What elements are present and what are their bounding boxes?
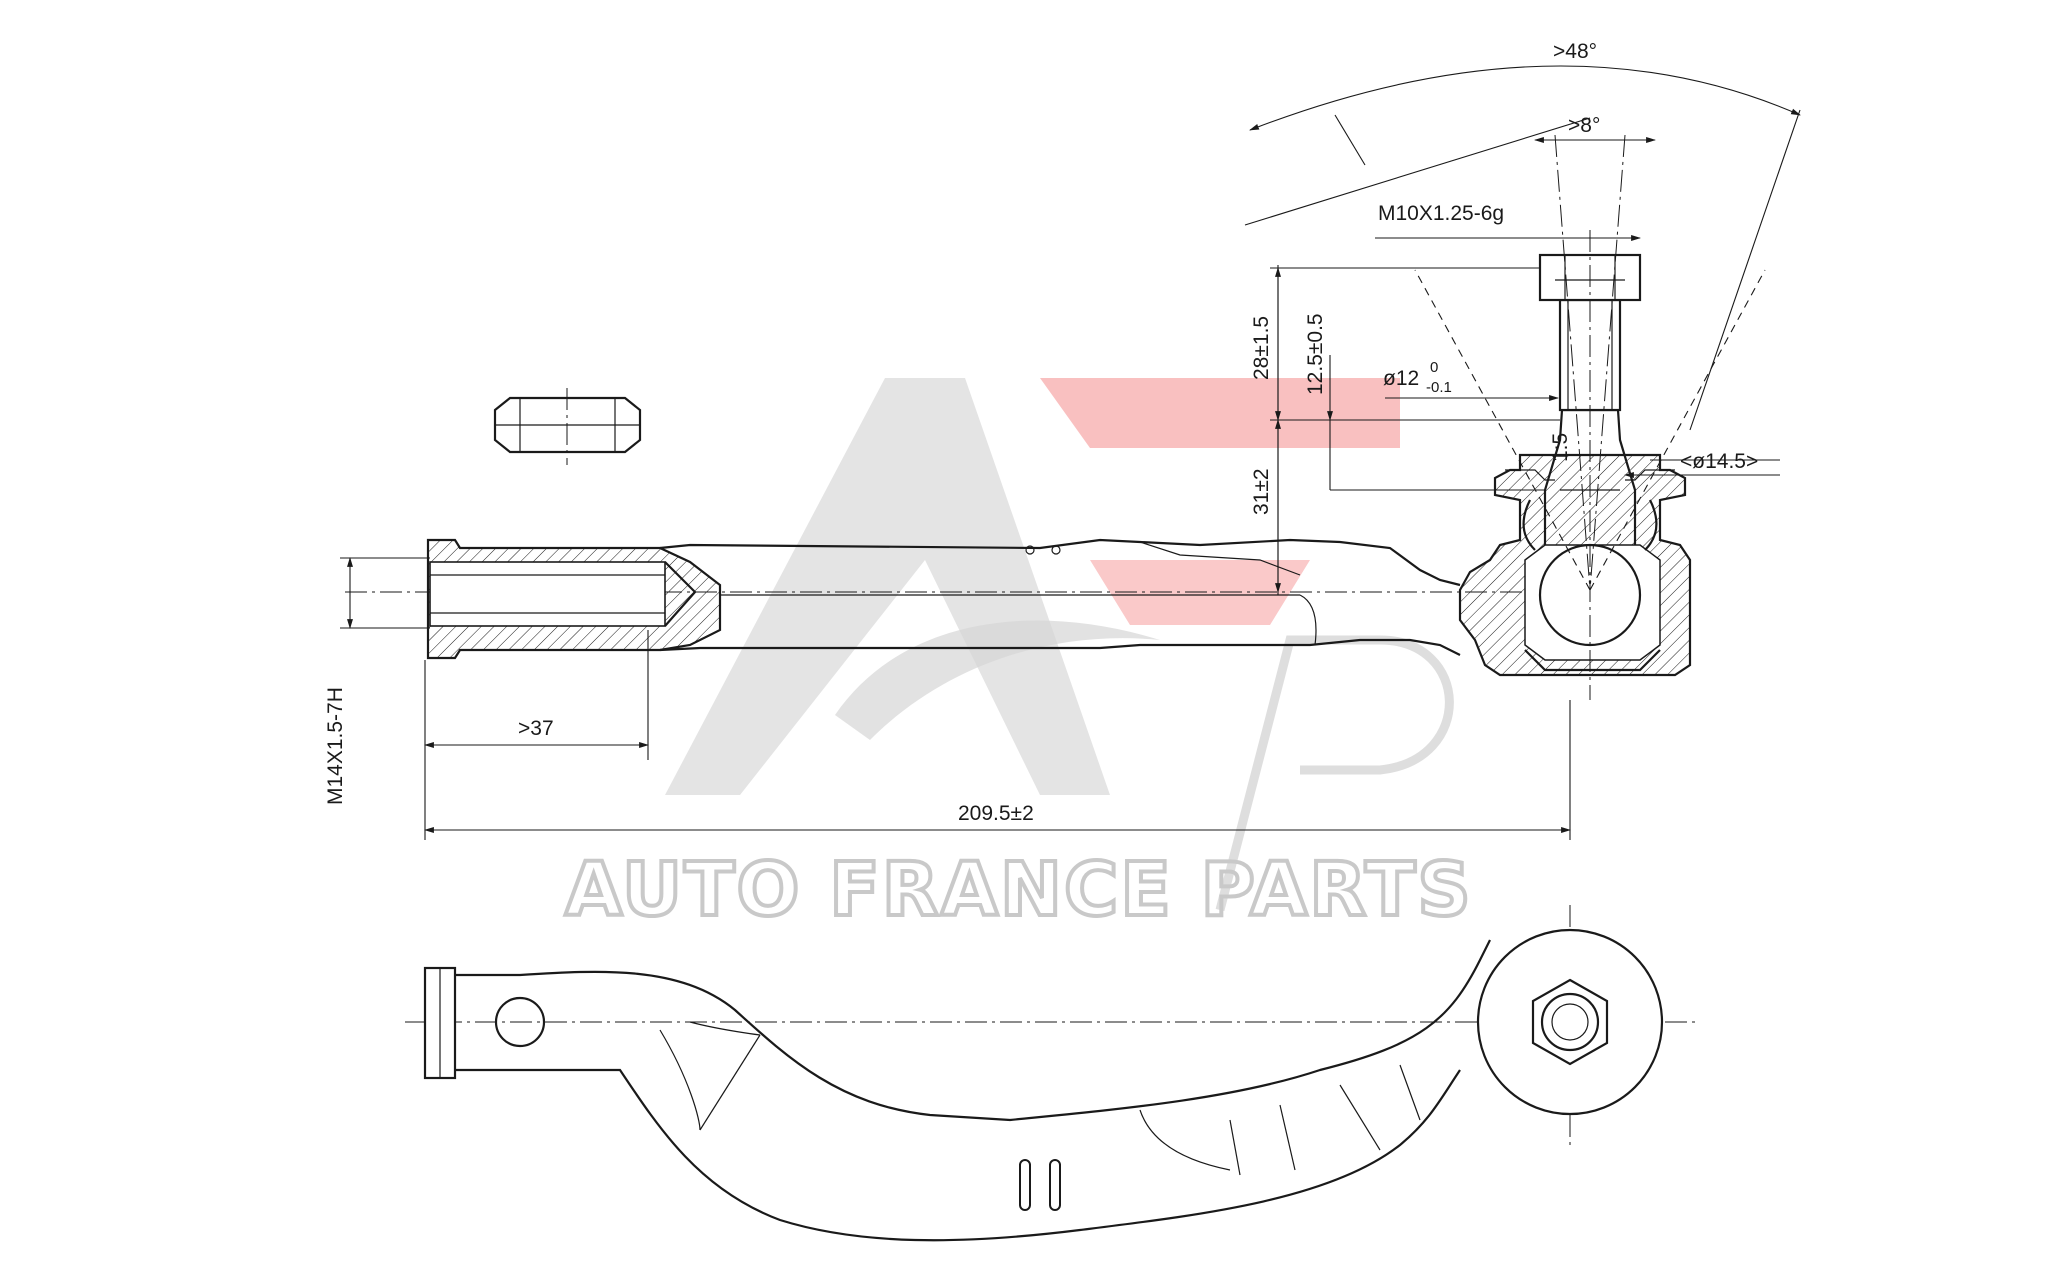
label-height-stud: 28±1.5 <box>1250 316 1273 380</box>
label-cone-diameter: ø12 <box>1383 367 1419 390</box>
watermark-red-bar <box>1040 378 1400 448</box>
side-view <box>345 134 1766 700</box>
watermark-a-shape <box>665 378 1110 795</box>
label-cone-tol-upper: 0 <box>1430 359 1438 376</box>
label-cone-angle: >48° <box>1553 40 1597 63</box>
label-inner-thread: M14X1.5-7H <box>324 687 347 805</box>
label-taper: 1:5 <box>1549 433 1572 462</box>
label-height-cone: 12.5±0.5 <box>1304 313 1327 395</box>
dimension-labels: >48° >8° M10X1.25-6g 28±1.5 12.5±0.5 ø12… <box>324 40 1758 825</box>
label-boot-diameter: <ø14.5> <box>1680 450 1758 473</box>
ball-joint-housing <box>1458 453 1692 677</box>
label-cone-tol-lower: -0.1 <box>1426 379 1452 396</box>
watermark-swoosh <box>835 620 1160 740</box>
label-height-body: 31±2 <box>1250 468 1273 515</box>
label-overall-length: 209.5±2 <box>958 802 1034 825</box>
label-tilt-angle: >8° <box>1568 114 1600 137</box>
ball-stud <box>1414 134 1766 700</box>
watermark-logo: AUTO FRANCE PARTS <box>563 378 1473 935</box>
top-view <box>405 905 1700 1242</box>
watermark-brand-text: AUTO FRANCE PARTS <box>565 847 1473 933</box>
nut-detail <box>493 388 642 465</box>
dimension-lines <box>340 65 1801 840</box>
label-thread-depth: >37 <box>518 717 554 740</box>
label-stud-thread: M10X1.25-6g <box>1378 202 1504 225</box>
